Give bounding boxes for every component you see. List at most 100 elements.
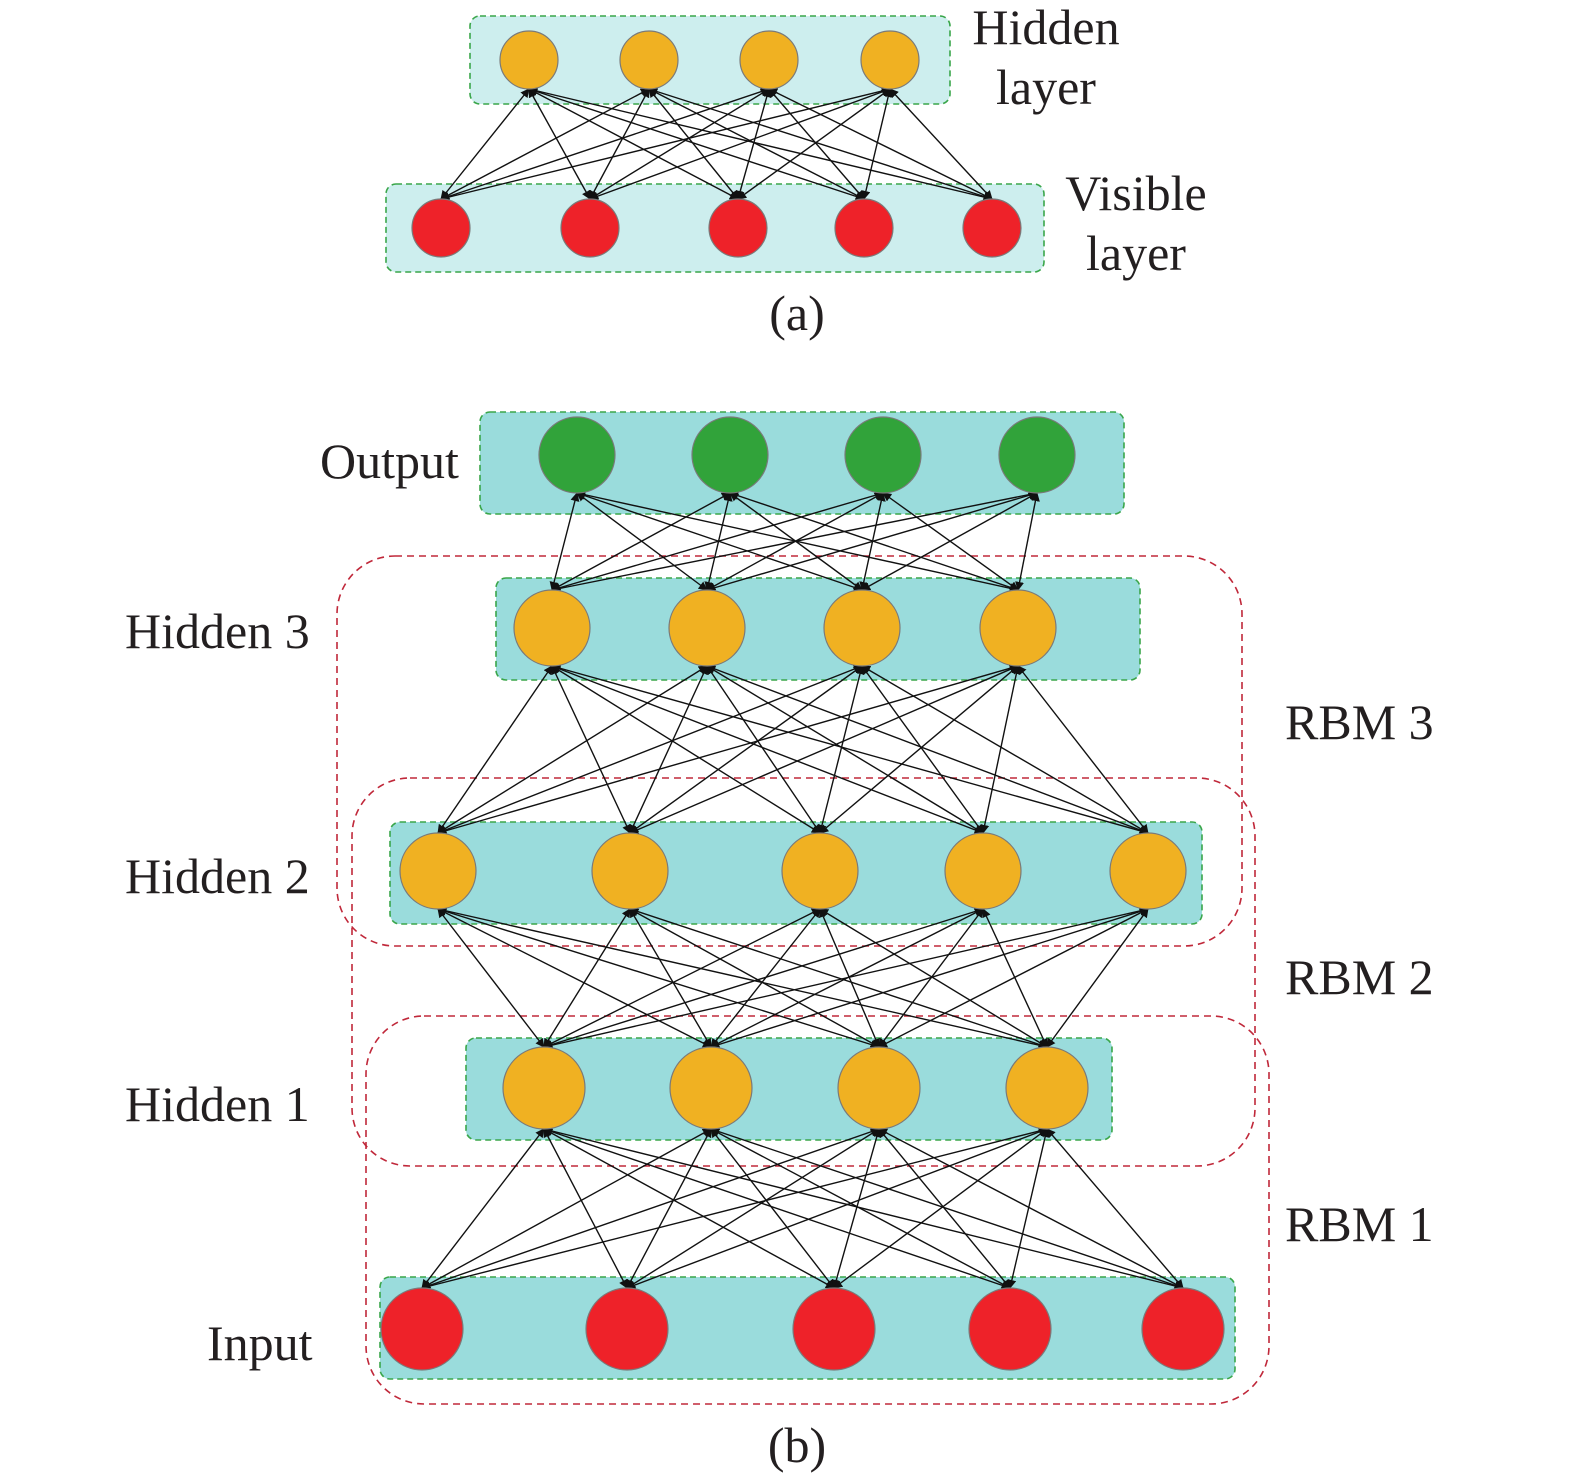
- rbm-connection-edge: [440, 88, 530, 200]
- caption-b: (b): [768, 1417, 826, 1473]
- panel-a-units: [411, 30, 1022, 258]
- hidden2-unit: [781, 832, 859, 910]
- rbm1-label: RBM 1: [1285, 1196, 1434, 1252]
- rbm3-connection-edge: [437, 665, 708, 834]
- rbm-connection-edge: [648, 88, 739, 200]
- rbm3-label: RBM 3: [1285, 694, 1434, 750]
- rbm3-connection-edge: [629, 665, 863, 834]
- panel-b-units: [380, 416, 1225, 1371]
- hidden-unit: [619, 30, 679, 90]
- input-label: Input: [207, 1315, 313, 1371]
- input-unit: [968, 1287, 1052, 1371]
- rbm3-connection-edge: [437, 663, 1019, 836]
- output-layer-box: [479, 411, 1125, 515]
- hidden1-unit: [669, 1046, 753, 1130]
- rbm2-connection-edge: [543, 906, 1149, 1050]
- output-unit: [538, 416, 616, 494]
- visible-unit: [834, 198, 894, 258]
- input-unit: [1141, 1287, 1225, 1371]
- hidden3-unit: [668, 589, 746, 667]
- hidden2-unit: [944, 832, 1022, 910]
- rbm2-connection-edge: [543, 907, 984, 1049]
- rbm3-connection-edge: [706, 665, 984, 834]
- rbm1-connection-edge: [421, 1128, 712, 1289]
- dbn-connections: [421, 490, 1184, 1291]
- rbm-connection-edge: [861, 88, 893, 200]
- hidden-layer-label-2: layer: [996, 59, 1096, 115]
- rbm1-connection-edge: [1007, 1128, 1050, 1289]
- rbm2-label: RBM 2: [1285, 949, 1434, 1005]
- visible-unit: [708, 198, 768, 258]
- hidden1-unit: [1005, 1046, 1089, 1130]
- hidden3-unit: [979, 589, 1057, 667]
- rbm3-connection-edge: [437, 665, 553, 834]
- rbm2-connection-edge: [629, 907, 1048, 1049]
- rbm3-connection-edge: [706, 664, 1149, 835]
- panel-b: Output Hidden 3 Hidden 2 Hidden 1 Input …: [125, 411, 1434, 1473]
- rbm3-connection-edge: [629, 665, 1019, 834]
- hidden2-unit: [591, 832, 669, 910]
- hidden1-unit: [502, 1046, 586, 1130]
- rbm-connection-edge: [889, 88, 993, 200]
- output-connection-edge: [1015, 492, 1040, 591]
- rbm3-connection-edge: [861, 665, 1149, 834]
- hidden-layer-label: Hidden: [972, 0, 1119, 55]
- rbm2-connection-edge: [629, 908, 880, 1048]
- rbm-connection-edge: [768, 88, 865, 200]
- visible-unit: [962, 198, 1022, 258]
- hidden1-label: Hidden 1: [125, 1076, 310, 1132]
- output-label: Output: [320, 433, 459, 489]
- hidden2-unit: [399, 832, 477, 910]
- visible-layer-label-2: layer: [1086, 225, 1186, 281]
- rbm2-connection-edge: [437, 906, 1048, 1050]
- rbm3-connection-edge: [551, 665, 821, 834]
- rbm3-connection-edge: [861, 665, 984, 834]
- visible-unit: [411, 198, 471, 258]
- rbm2-connection-edge: [543, 908, 631, 1048]
- rbm1-connection-edge: [421, 1127, 880, 1290]
- hidden3-label: Hidden 3: [125, 603, 310, 659]
- panel-a: Hidden layer Visible layer (a): [385, 0, 1207, 341]
- rbm1-connection-edge: [710, 1128, 835, 1289]
- hidden1-unit: [837, 1046, 921, 1130]
- rbm3-connection-edge: [437, 664, 863, 835]
- visible-unit: [560, 198, 620, 258]
- rbm1-connection-edge: [710, 1127, 1184, 1290]
- caption-a: (a): [769, 285, 825, 341]
- rbm1-connection-edge: [421, 1128, 545, 1289]
- rbm1-connection-edge: [710, 1128, 1011, 1289]
- hidden2-unit: [1109, 832, 1187, 910]
- rbm3-connection-edge: [1017, 665, 1149, 834]
- hidden-unit: [739, 30, 799, 90]
- rbm3-connection-edge: [706, 665, 821, 834]
- input-unit: [792, 1287, 876, 1371]
- output-unit: [844, 416, 922, 494]
- rbm1-connection-edge: [878, 1128, 1184, 1289]
- rbm-connection-edge: [648, 88, 865, 200]
- input-unit: [585, 1287, 669, 1371]
- rbm1-connection-edge: [878, 1128, 1011, 1289]
- rbm-connections: [440, 86, 993, 202]
- rbm2-connection-edge: [710, 907, 1149, 1049]
- rbm1-connection-edge: [1046, 1128, 1184, 1289]
- output-unit: [691, 416, 769, 494]
- hidden-unit: [860, 30, 920, 90]
- hidden3-unit: [823, 589, 901, 667]
- output-connection-edge: [861, 492, 1038, 591]
- rbm1-connection-edge: [421, 1126, 1048, 1291]
- rbm-hidden-layer-box: [469, 15, 951, 105]
- hidden2-label: Hidden 2: [125, 848, 310, 904]
- rbm2-connection-edge: [819, 908, 880, 1048]
- hidden-unit: [499, 30, 559, 90]
- output-unit: [998, 416, 1076, 494]
- rbm-connection-edge: [440, 87, 770, 201]
- rbm2-connection-edge: [1046, 908, 1149, 1048]
- rbm3-boundary: [336, 555, 1243, 947]
- rbm3-connection-edge: [980, 665, 1021, 834]
- rbm2-connection-edge: [437, 907, 880, 1049]
- input-unit: [380, 1287, 464, 1371]
- visible-layer-label: Visible: [1065, 165, 1206, 221]
- rbm-connection-edge: [768, 88, 993, 200]
- hidden3-unit: [513, 589, 591, 667]
